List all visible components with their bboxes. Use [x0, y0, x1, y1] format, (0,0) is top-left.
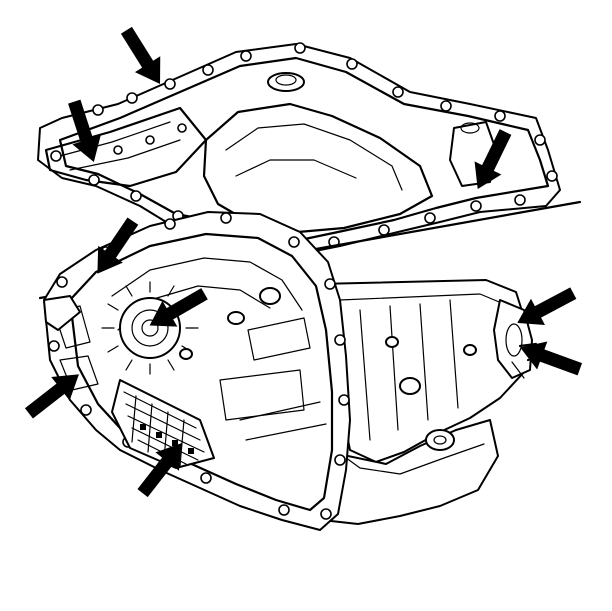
callout-arrow-7 — [520, 341, 583, 376]
callout-arrow-1 — [120, 26, 161, 85]
callout-arrow-3 — [474, 129, 512, 190]
main-case — [299, 279, 542, 525]
callout-arrow-2 — [68, 99, 101, 163]
callout-arrow-4 — [97, 217, 139, 274]
callout-arrows — [24, 26, 583, 498]
callout-arrow-8 — [24, 374, 79, 419]
callout-arrow-6 — [517, 287, 577, 326]
bell-housing — [43, 211, 351, 531]
lower-grille — [111, 379, 215, 469]
callout-arrow-5 — [149, 288, 208, 327]
callout-arrow-9 — [137, 443, 182, 498]
